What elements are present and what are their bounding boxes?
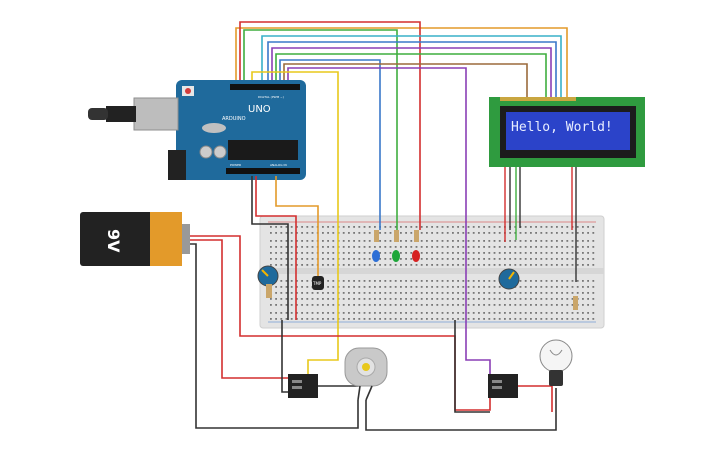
potentiometer-left[interactable] <box>257 265 279 298</box>
battery-wires <box>190 235 557 431</box>
led-blue <box>372 230 380 262</box>
dc-motor <box>344 347 388 401</box>
arduino-model-label: UNO <box>248 104 271 115</box>
arduino-brand-label: ARDUINO <box>222 116 246 122</box>
resistor <box>394 230 399 242</box>
arduino-power-label: POWER <box>230 163 241 167</box>
relay-right <box>488 374 518 398</box>
battery-9v: 9V <box>80 212 190 266</box>
light-bulb <box>539 339 573 386</box>
resistor <box>414 230 419 242</box>
potentiometer-right[interactable] <box>498 268 520 290</box>
battery-voltage-label: 9V <box>104 229 123 253</box>
power-wires <box>251 176 319 320</box>
arduino-uno: UNO ARDUINO DIGITAL (PWM ~) POWER ANALOG… <box>88 80 306 180</box>
resistor <box>573 296 578 310</box>
arduino-digital-label: DIGITAL (PWM ~) <box>258 95 284 99</box>
breadboard <box>259 215 605 329</box>
lcd-message: Hello, World! <box>511 120 613 135</box>
lcd-wire-bundle <box>235 21 568 378</box>
lcd-module: Hello, World! <box>489 97 645 167</box>
temperature-sensor: TMP <box>312 276 324 290</box>
microcontroller-chip <box>228 140 298 160</box>
sensor-label: TMP <box>312 281 322 286</box>
lcd-breadboard-wires <box>504 167 577 282</box>
arduino-analog-label: ANALOG IN <box>270 163 287 167</box>
resistor <box>374 230 379 242</box>
led-green <box>392 230 400 262</box>
relay-left <box>288 374 318 398</box>
led-red <box>412 230 420 262</box>
resistor <box>266 284 272 298</box>
lcd-screen <box>506 112 630 150</box>
